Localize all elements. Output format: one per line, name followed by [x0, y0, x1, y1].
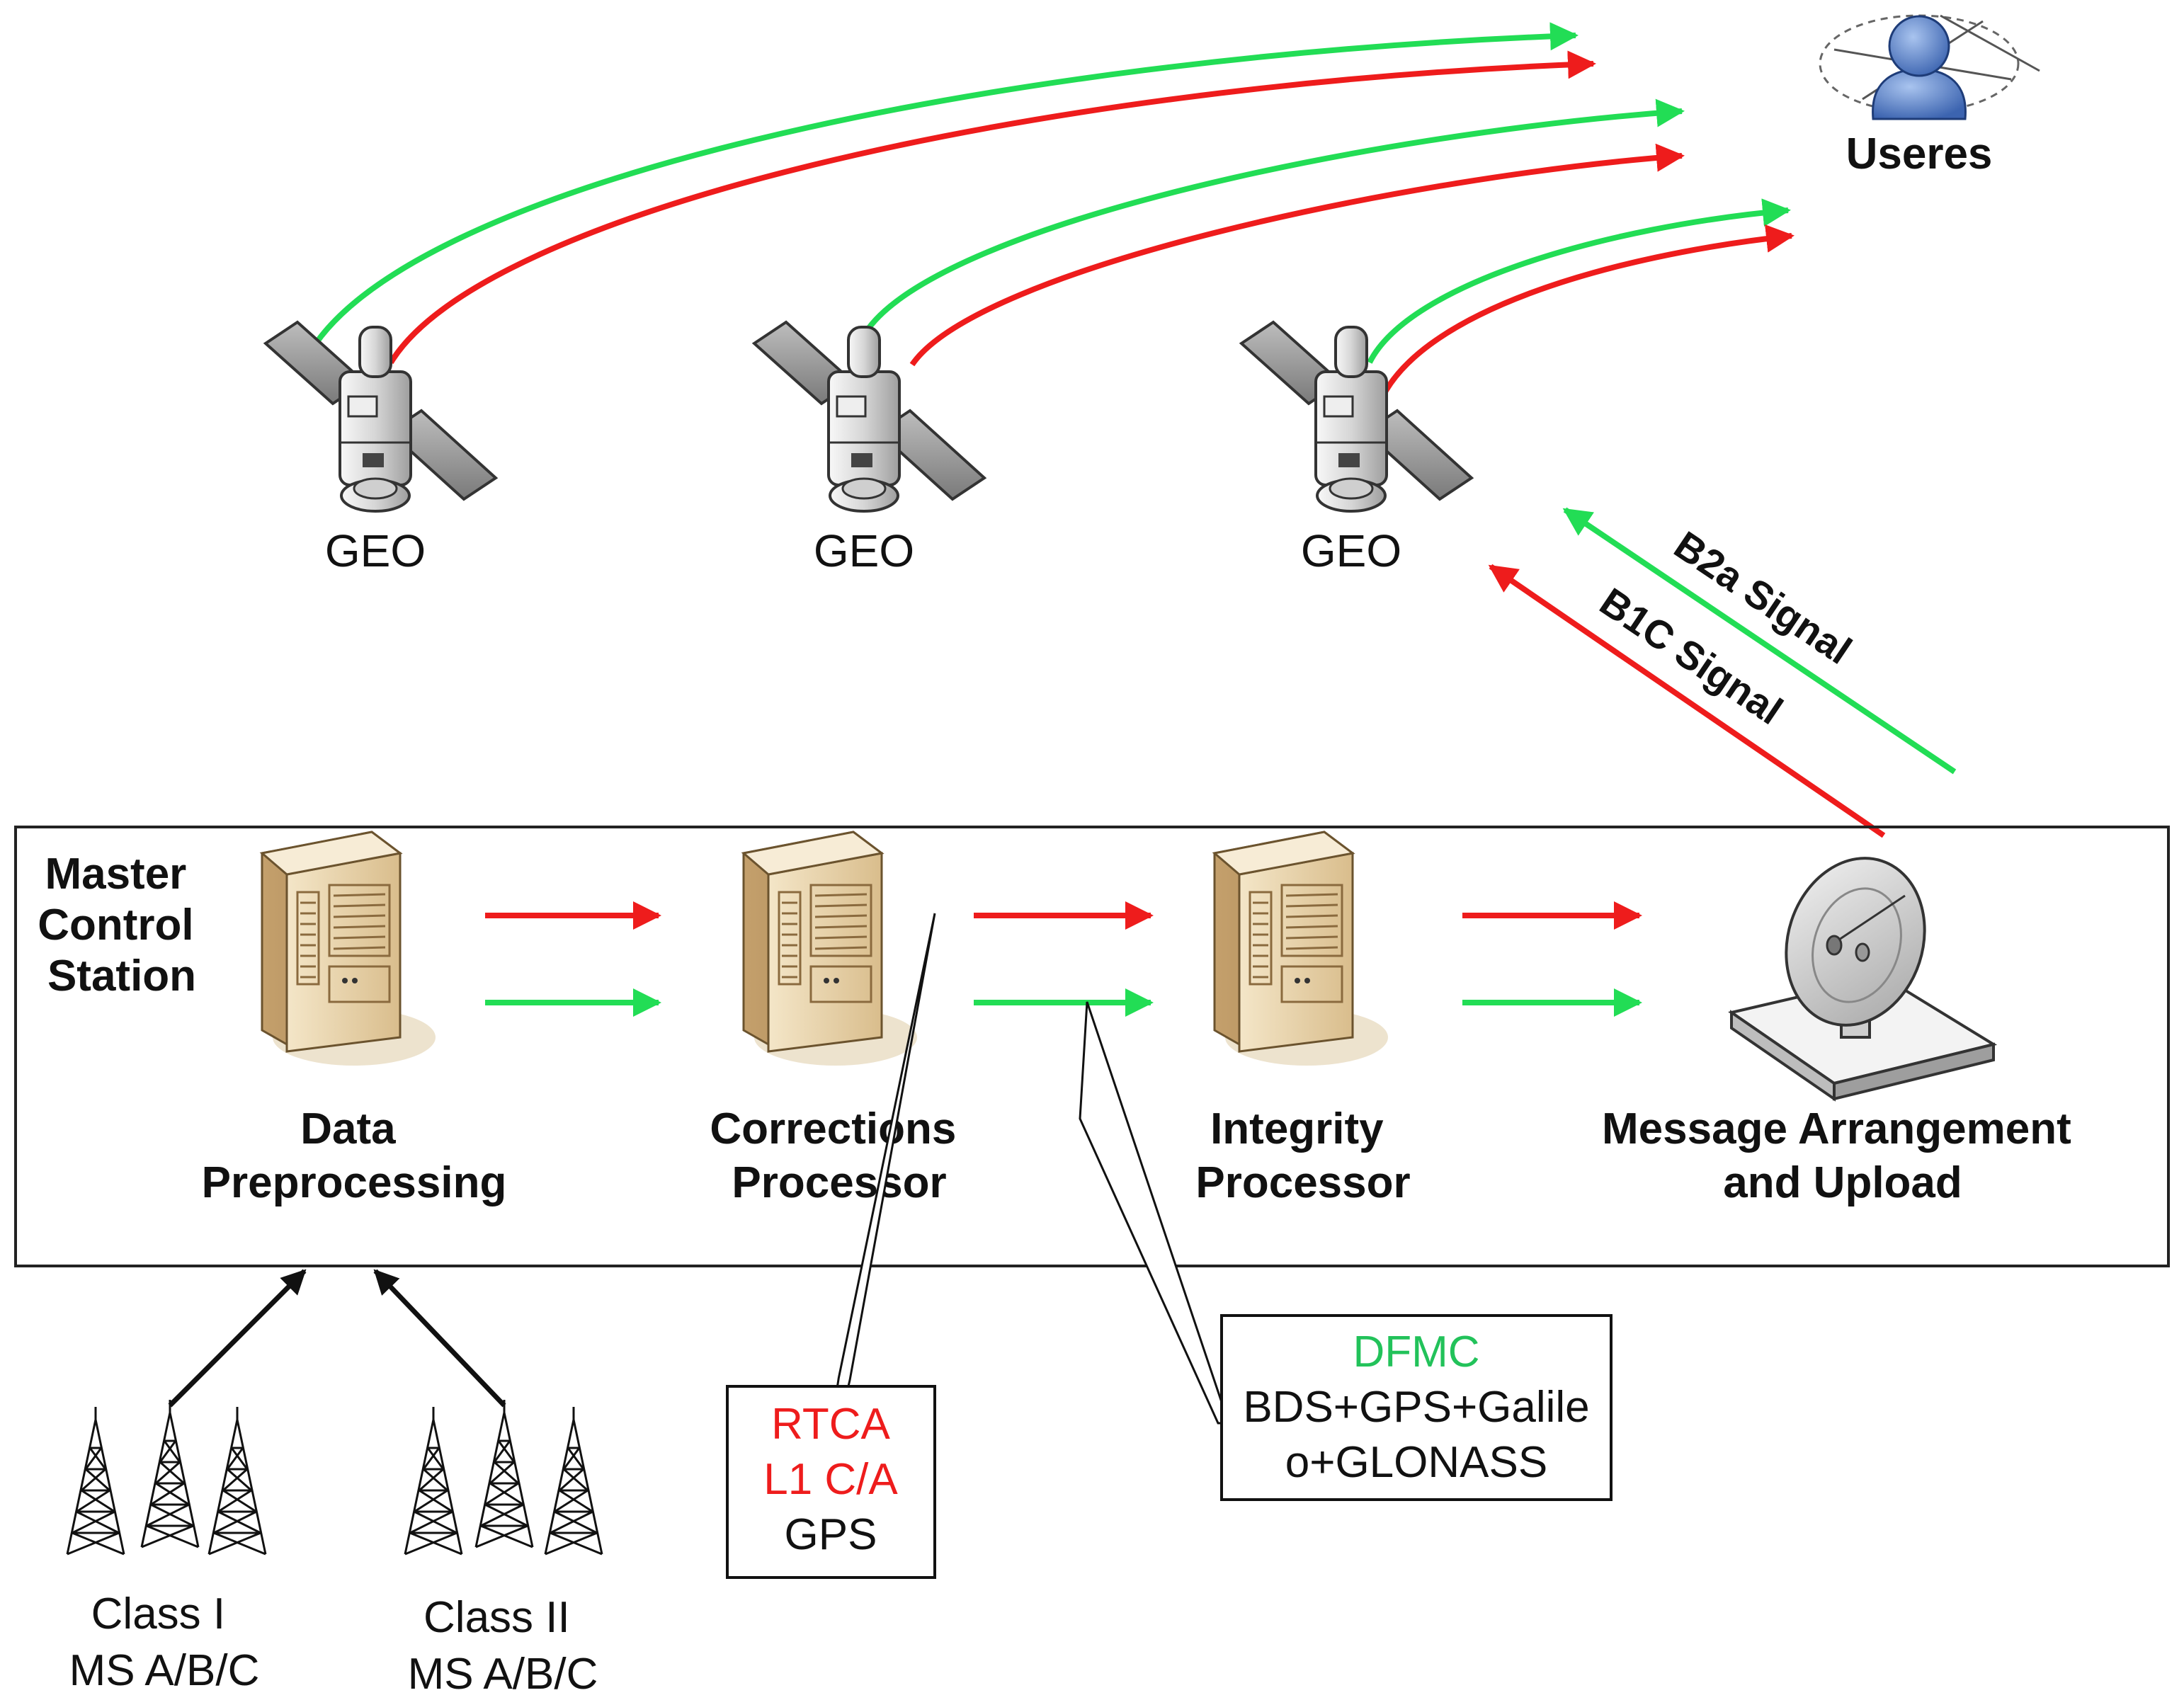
stage-data-preprocessing: Data Preprocessing [202, 831, 507, 1207]
rtca-frequency-label: L1 C/A [763, 1455, 898, 1504]
b1c-uplink-arrow [1488, 564, 1886, 838]
user-icon [1819, 14, 2040, 120]
master-station-title: Master Control Station [38, 850, 206, 1000]
geo2-b2a-downlink [863, 98, 1685, 335]
stage-label-line2: Processor [1195, 1158, 1410, 1207]
master-station-title-line3: Station [47, 952, 196, 1000]
uplink-signals: B2a Signal B1C Signal [1488, 507, 1957, 838]
geo-label: GEO [814, 525, 914, 576]
geo3-b1c-downlink [1374, 224, 1795, 412]
monitor-station-label-line2: MS A/B/C [69, 1646, 260, 1695]
stage-label: Data Preprocessing [202, 1105, 507, 1207]
monitor-station-label: Class I MS A/B/C [69, 1590, 260, 1695]
stage-message-arrangement-upload: Message Arrangement and Upload [1602, 857, 2083, 1207]
geo-satellite-2: GEO [753, 321, 986, 576]
stage-label-line1: Data [300, 1105, 396, 1153]
processing-flow-arrows [485, 901, 1642, 1017]
master-control-station: Master Control Station Data Preprocessin… [14, 826, 2170, 1267]
server-icon [261, 831, 437, 1067]
monitor-station-label-line2: MS A/B/C [408, 1650, 598, 1699]
users-group: Useres [1819, 14, 2040, 178]
geo-satellite-1: GEO [264, 321, 497, 576]
geo2-b1c-downlink [909, 143, 1685, 367]
satellite-icon [753, 321, 986, 513]
geo-label: GEO [325, 525, 426, 576]
satellite-icon [264, 321, 497, 513]
monitor-station-class-2: Class II MS A/B/C [373, 1269, 603, 1699]
class2-to-preprocessing-arrow [373, 1269, 506, 1408]
stage-label-line1: Integrity [1210, 1105, 1384, 1153]
rtca-constellation-label: GPS [785, 1510, 877, 1559]
master-station-title-line2: Control [38, 901, 193, 949]
dfmc-callout: DFMC BDS+GPS+Galile o+GLONASS [1079, 1001, 1613, 1501]
stage-integrity-processor: Integrity Processor [1195, 831, 1411, 1207]
class1-to-preprocessing-arrow [168, 1269, 307, 1408]
stage-label: Message Arrangement and Upload [1602, 1105, 2083, 1207]
geo-satellite-3: GEO [1240, 321, 1473, 576]
server-icon [1213, 831, 1389, 1067]
geo1-b1c-downlink [388, 50, 1596, 365]
rtca-callout-box [726, 1385, 936, 1579]
master-control-station-frame [14, 826, 2170, 1267]
stage-label-line2: Processor [732, 1158, 946, 1207]
monitor-station-label-line1: Class II [423, 1593, 570, 1642]
dfmc-callout-pointer [1079, 1001, 1231, 1425]
geo-label: GEO [1301, 525, 1401, 576]
antenna-tower-icon [404, 1398, 603, 1556]
stage-corrections-processor: Corrections Processor [710, 831, 968, 1207]
dfmc-callout-box [1220, 1314, 1613, 1501]
stage-label-line2: and Upload [1723, 1158, 1962, 1207]
rtca-callout: RTCA L1 C/A GPS [726, 913, 936, 1579]
satellite-dish-icon [1728, 857, 1998, 1102]
rtca-standard-label: RTCA [771, 1400, 890, 1449]
dfmc-constellations-line1: BDS+GPS+Galile [1243, 1383, 1589, 1432]
monitor-station-class-1: Class I MS A/B/C [66, 1269, 307, 1695]
stage-label: Integrity Processor [1195, 1105, 1410, 1207]
stage-label-line2: Preprocessing [202, 1158, 507, 1207]
stage-label: Corrections Processor [710, 1105, 968, 1207]
stage-label-line1: Message Arrangement [1602, 1105, 2071, 1153]
master-station-title-line1: Master [45, 850, 186, 899]
geo1-b2a-downlink [303, 22, 1579, 361]
stage-label-line1: Corrections [710, 1105, 956, 1153]
satellite-icon [1240, 321, 1473, 513]
dfmc-constellations-line2: o+GLONASS [1285, 1438, 1547, 1487]
dfmc-standard-label: DFMC [1353, 1328, 1479, 1376]
monitor-station-label-line1: Class I [91, 1590, 225, 1638]
users-label: Useres [1846, 130, 1993, 178]
geo3-b2a-downlink [1367, 198, 1791, 364]
antenna-tower-icon [66, 1398, 267, 1556]
b2a-uplink-arrow [1562, 507, 1957, 775]
downlink-signals [303, 22, 1795, 412]
monitor-station-label: Class II MS A/B/C [408, 1593, 598, 1699]
server-icon [742, 831, 918, 1067]
